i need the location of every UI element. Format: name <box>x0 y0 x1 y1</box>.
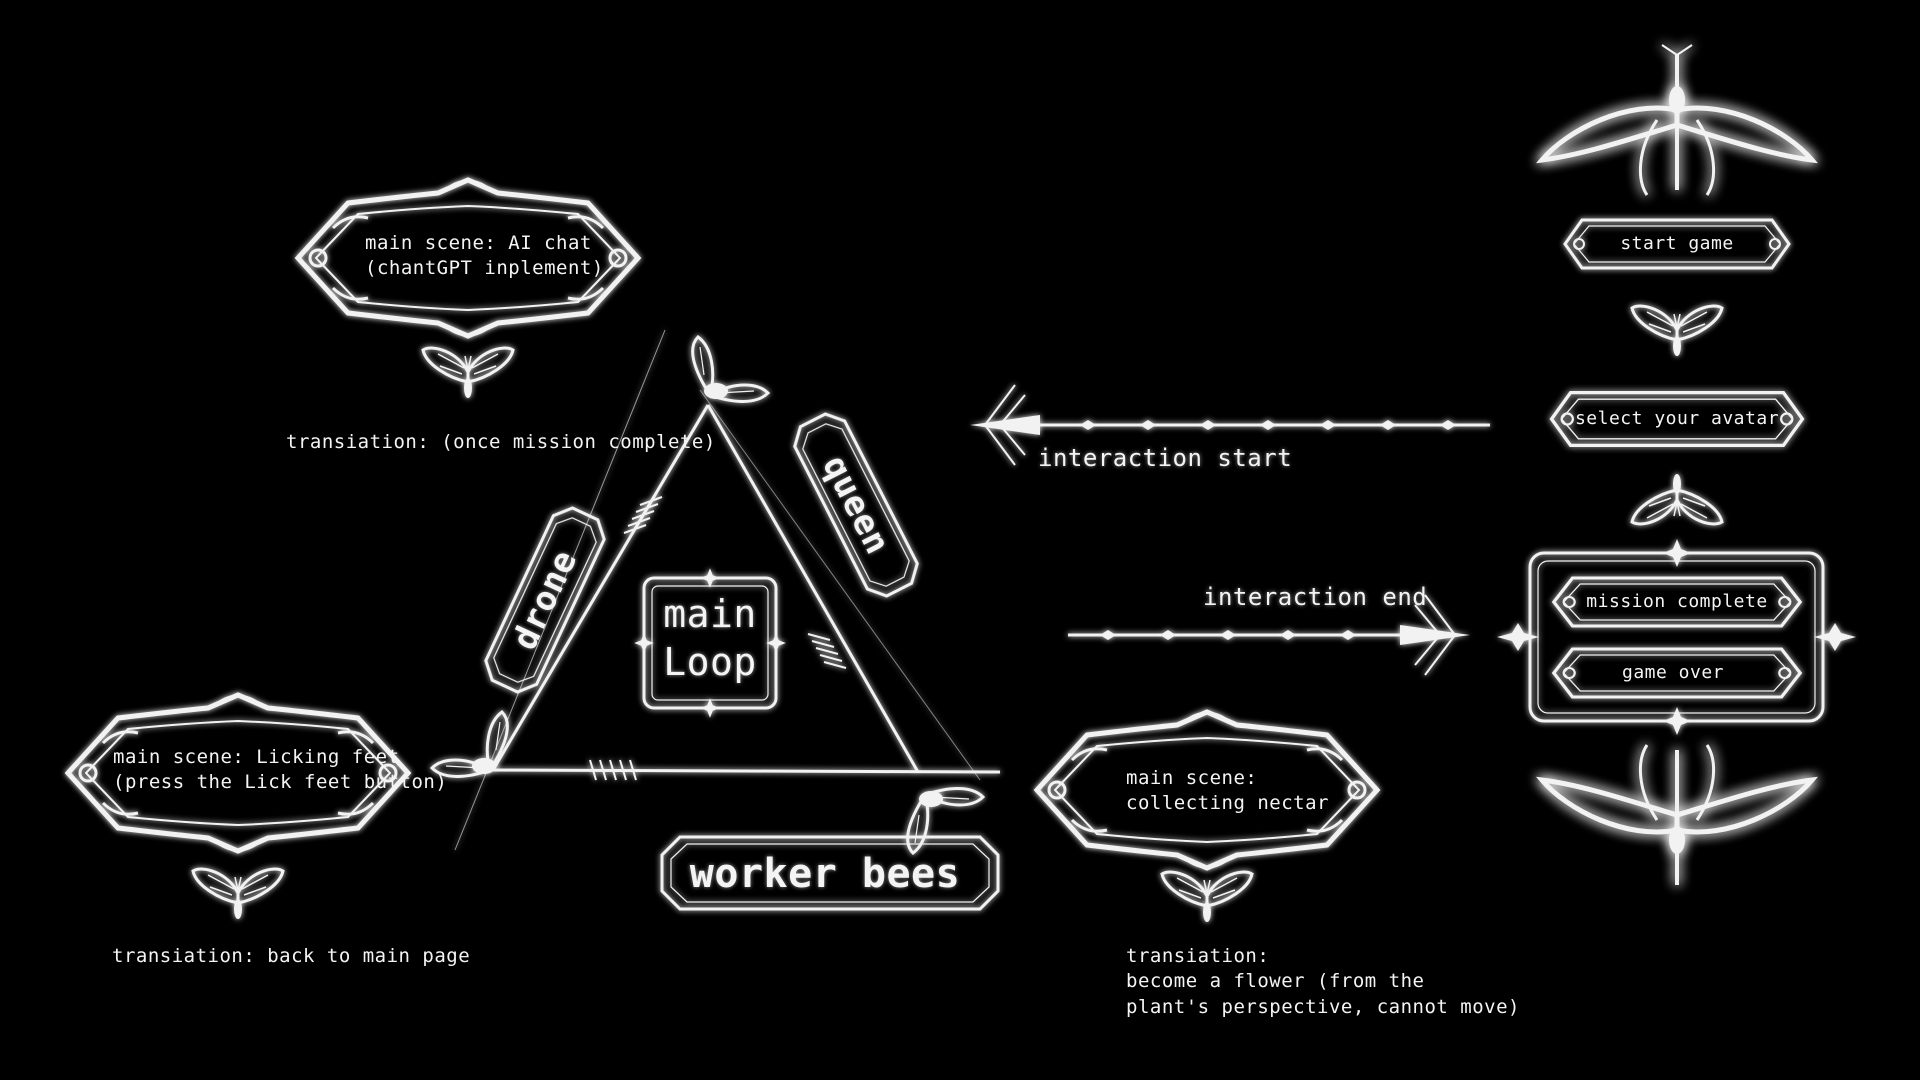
worker-bees-plaque <box>660 835 1000 911</box>
transition-label-nectar-line2: become a flower (from the <box>1126 970 1425 992</box>
main-loop-triangle <box>454 329 1001 851</box>
worker-bees-label: worker bees <box>689 851 961 897</box>
main-loop-label-line1: main <box>663 592 757 636</box>
moth-icon <box>1160 870 1254 924</box>
select-avatar-label[interactable]: select your avatar <box>1574 408 1780 429</box>
interaction-end-label: interaction end <box>1203 583 1428 611</box>
scene-label-licking-feet-line1: main scene: Licking feet <box>113 746 400 768</box>
moth-icon <box>421 346 515 400</box>
scene-label-ai-chat-line2: (chantGPT inplement) <box>365 257 604 279</box>
moth-icon <box>191 867 285 921</box>
arrow-left-icon <box>970 384 1490 466</box>
drone-plaque <box>484 506 606 694</box>
transition-label-ai-chat: transiation: (once mission complete) <box>286 431 716 453</box>
bee-icon <box>906 787 985 855</box>
scene-frame-collecting-nectar <box>1037 712 1377 868</box>
start-game-label[interactable]: start game <box>1620 233 1734 254</box>
main-loop-label-line2: Loop <box>663 640 757 684</box>
scene-label-ai-chat-line1: main scene: AI chat <box>365 232 592 254</box>
scene-label-collecting-nectar-line2: collecting nectar <box>1126 792 1329 814</box>
main-loop-frame <box>634 568 786 718</box>
scene-label-collecting-nectar-line1: main scene: <box>1126 767 1258 789</box>
end-state-box <box>1497 539 1856 735</box>
interaction-start-label: interaction start <box>1038 444 1293 472</box>
transition-label-nectar-line3: plant's perspective, cannot move) <box>1126 996 1520 1018</box>
butterfly-icon <box>1536 744 1818 885</box>
game-over-label[interactable]: game over <box>1621 662 1725 683</box>
moth-icon <box>1630 472 1724 526</box>
transition-label-licking-feet: transiation: back to main page <box>112 945 471 967</box>
queen-plaque <box>793 412 919 598</box>
scene-label-licking-feet-line2: (press the Lick feet button) <box>113 771 448 793</box>
butterfly-icon <box>1536 44 1818 196</box>
mission-complete-label[interactable]: mission complete <box>1586 591 1768 612</box>
arrow-right-icon <box>1068 594 1470 676</box>
moth-icon <box>1630 304 1724 358</box>
transition-label-nectar-line1: transiation: <box>1126 945 1270 967</box>
bee-icon <box>691 335 770 403</box>
